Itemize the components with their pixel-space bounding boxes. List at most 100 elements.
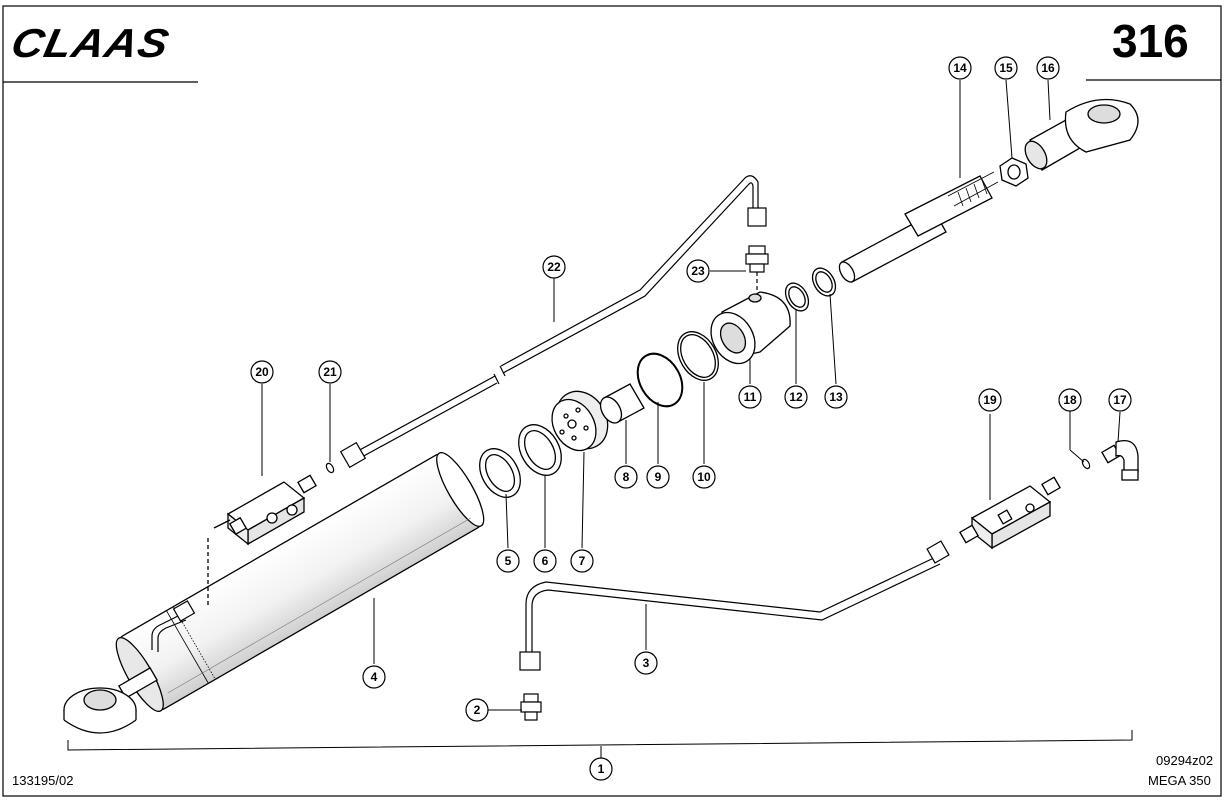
callout-12: 12 — [784, 385, 808, 409]
piston-7 — [551, 390, 609, 452]
callout-circle — [994, 56, 1018, 80]
drawing-code: 09294z02 — [1156, 753, 1214, 768]
callout-circle — [738, 385, 762, 409]
callout-number: 11 — [744, 390, 757, 404]
callout-circle — [465, 698, 489, 722]
callout-5: 5 — [496, 549, 520, 573]
callout-circle — [542, 255, 566, 279]
callout-circle — [614, 465, 638, 489]
callout-number: 8 — [623, 470, 630, 484]
callout-14: 14 — [948, 56, 972, 80]
callout-circle — [646, 465, 670, 489]
callout-16: 16 — [1036, 56, 1060, 80]
callout-number: 5 — [505, 554, 512, 568]
callout-7: 7 — [570, 549, 594, 573]
callout-circle — [570, 549, 594, 573]
callout-11: 11 — [738, 385, 762, 409]
ring-6 — [518, 424, 562, 476]
wiper-13 — [811, 267, 837, 297]
callout-9: 9 — [646, 465, 670, 489]
callout-3: 3 — [634, 651, 658, 675]
callout-15: 15 — [994, 56, 1018, 80]
callout-23: 23 — [686, 259, 710, 283]
hydraulic-tube-22 — [339, 175, 767, 469]
snap-ring-9 — [636, 352, 684, 408]
callout-number: 20 — [255, 365, 269, 379]
valve-block-19 — [959, 476, 1061, 550]
callout-19: 19 — [978, 388, 1002, 412]
callout-10: 10 — [692, 465, 716, 489]
elbow-fitting-17 — [1101, 439, 1139, 481]
callout-circle — [318, 360, 342, 384]
callout-number: 13 — [829, 390, 843, 404]
callout-number: 3 — [643, 656, 650, 670]
callout-6: 6 — [533, 549, 557, 573]
callout-circle — [1036, 56, 1060, 80]
callout-circle — [784, 385, 808, 409]
callout-8: 8 — [614, 465, 638, 489]
callout-17: 17 — [1108, 388, 1132, 412]
o-ring-18 — [1081, 458, 1091, 470]
callout-circle — [1058, 388, 1082, 412]
callout-21: 21 — [318, 360, 342, 384]
cylinder-barrel — [115, 451, 485, 713]
callout-number: 23 — [691, 264, 705, 278]
hex-nut-15 — [999, 157, 1029, 187]
union-fitting-2 — [520, 693, 542, 721]
document-code: 133195/02 — [12, 773, 74, 788]
callout-circle — [250, 360, 274, 384]
union-fitting-23 — [745, 245, 769, 300]
cylinder-base-eye — [63, 667, 158, 734]
callout-number: 2 — [474, 703, 481, 717]
callout-number: 18 — [1063, 393, 1077, 407]
callout-number: 4 — [371, 670, 378, 684]
ring-5 — [479, 448, 521, 498]
seal-12 — [784, 282, 810, 312]
callout-number: 9 — [655, 470, 662, 484]
cylinder-port-tube — [151, 600, 196, 652]
model-name: MEGA 350 — [1148, 773, 1211, 788]
callout-22: 22 — [542, 255, 566, 279]
cylinder-head-11 — [710, 291, 791, 365]
callout-number: 19 — [983, 393, 997, 407]
callout-2: 2 — [465, 698, 489, 722]
callout-circle — [533, 549, 557, 573]
page-frame — [2, 5, 1222, 797]
hydraulic-tube-3 — [519, 540, 950, 671]
callout-number: 15 — [999, 61, 1013, 75]
callout-number: 6 — [542, 554, 549, 568]
callout-circle — [362, 665, 386, 689]
valve-block-20 — [207, 474, 317, 608]
callout-4: 4 — [362, 665, 386, 689]
ring-10 — [677, 331, 719, 381]
callout-13: 13 — [824, 385, 848, 409]
callout-number: 1 — [598, 762, 605, 776]
callout-number: 22 — [547, 260, 561, 274]
callout-number: 14 — [953, 61, 967, 75]
callout-number: 10 — [697, 470, 711, 484]
callout-number: 12 — [789, 390, 803, 404]
callout-circle — [1108, 388, 1132, 412]
callout-1: 1 — [589, 757, 613, 781]
piston-rod-14 — [838, 171, 999, 283]
callout-18: 18 — [1058, 388, 1082, 412]
callout-20: 20 — [250, 360, 274, 384]
callout-number: 17 — [1113, 393, 1127, 407]
callout-circle — [692, 465, 716, 489]
callout-number: 7 — [579, 554, 586, 568]
o-ring-21 — [325, 462, 335, 474]
callout-number: 16 — [1041, 61, 1055, 75]
rod-eye-16 — [1024, 98, 1139, 171]
callout-number: 21 — [323, 365, 337, 379]
callout-circle — [589, 757, 613, 781]
assembly-bracket — [67, 730, 1133, 758]
leader-lines — [261, 79, 1121, 711]
callout-circle — [496, 549, 520, 573]
bushing-8 — [599, 383, 645, 424]
callout-circle — [634, 651, 658, 675]
page-number: 316 — [1112, 15, 1189, 67]
callout-circle — [948, 56, 972, 80]
